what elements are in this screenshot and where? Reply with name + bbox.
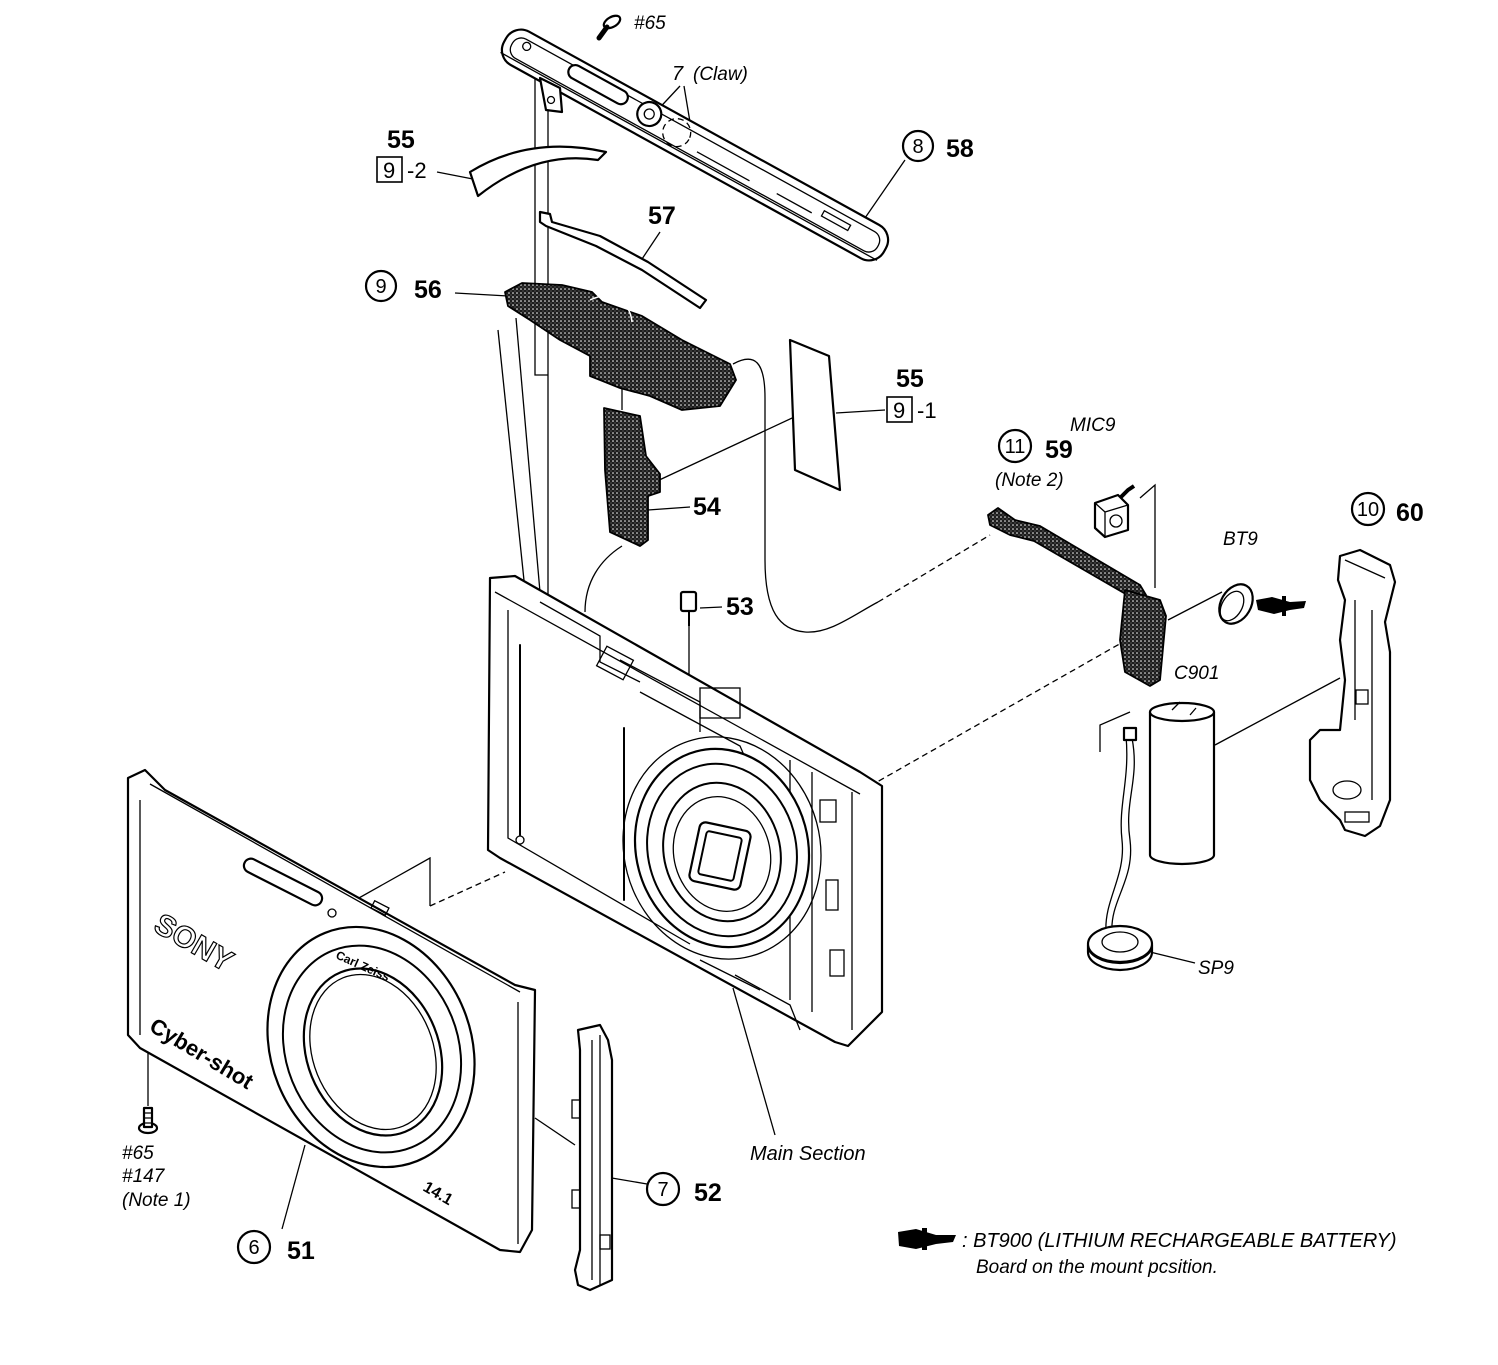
main-section-lens xyxy=(622,736,822,960)
label-52: 52 xyxy=(694,1179,722,1207)
part-55-sheet-1 xyxy=(788,338,842,492)
label-56: 56 xyxy=(414,276,442,304)
label-54: 54 xyxy=(693,493,721,521)
label-55-top-box: 9 xyxy=(383,158,395,183)
circle-8 xyxy=(901,129,935,163)
c901-capacitor-icon xyxy=(1148,701,1216,866)
label-51: 51 xyxy=(287,1237,315,1265)
label-55-mid-box: 9 xyxy=(893,398,905,423)
part-55-flex-strip-2 xyxy=(468,145,608,198)
part-60-bracket xyxy=(1308,548,1397,838)
part-56-board xyxy=(504,282,737,411)
legend-mount-pointer-icon xyxy=(898,1228,956,1250)
part-54-board xyxy=(603,407,661,547)
bt9-battery-icon xyxy=(1218,583,1254,625)
label-56-circle: 9 xyxy=(375,276,386,298)
label-note-2: (Note 2) xyxy=(995,470,1064,491)
legend: : BT900 (LITHIUM RECHARGEABLE BATTERY) B… xyxy=(962,1230,1397,1278)
label-c901: C901 xyxy=(1174,663,1219,684)
circle-10 xyxy=(1350,491,1386,527)
label-52-circle: 7 xyxy=(657,1179,668,1201)
screw-bottom-icon xyxy=(137,1106,159,1135)
label-59-circle: 11 xyxy=(1005,436,1026,458)
part-58-top-cover xyxy=(500,28,890,262)
label-55-mid-suffix: -1 xyxy=(917,398,937,423)
circle-7 xyxy=(645,1171,681,1207)
label-screw-bottom-65: #65 xyxy=(122,1143,154,1164)
legend-line-2: Board on the mount pcsition. xyxy=(976,1257,1218,1278)
box-9-mid xyxy=(886,396,913,423)
label-59: 59 xyxy=(1045,436,1073,464)
circle-9 xyxy=(364,269,398,303)
part-52-bracket xyxy=(571,1023,614,1292)
label-screw-bottom-147: #147 xyxy=(122,1166,166,1187)
circle-6 xyxy=(236,1229,272,1265)
label-60-circle: 10 xyxy=(1357,499,1379,521)
box-9-top xyxy=(376,156,403,183)
label-screw-top: #65 xyxy=(634,13,666,34)
legend-line-1: : BT900 (LITHIUM RECHARGEABLE BATTERY) xyxy=(962,1230,1397,1252)
top-cover-tab xyxy=(538,76,564,114)
callout-labels: #65 7 (Claw) 55 9 -2 8 58 57 9 56 55 9 -… xyxy=(122,13,1424,1265)
label-claw-note: (Claw) xyxy=(693,64,748,85)
label-58-circle: 8 xyxy=(912,136,923,158)
label-51-circle: 6 xyxy=(248,1237,259,1259)
part-53-connector xyxy=(679,590,698,626)
label-sp9: SP9 xyxy=(1198,958,1234,979)
label-60: 60 xyxy=(1396,499,1424,527)
label-55-top: 55 xyxy=(387,126,415,154)
label-55-mid: 55 xyxy=(896,365,924,393)
part-51-front-cover xyxy=(126,768,537,1254)
label-claw-number: 7 xyxy=(672,63,684,85)
label-mic9: MIC9 xyxy=(1070,415,1116,436)
mic9-microphone-icon xyxy=(1093,484,1136,539)
label-main-section: Main Section xyxy=(750,1143,866,1165)
label-53: 53 xyxy=(726,593,754,621)
bt9-mount-pointer-icon xyxy=(1256,596,1306,616)
screw-top-icon xyxy=(596,14,622,41)
label-58: 58 xyxy=(946,135,974,163)
part-59-flex xyxy=(987,507,1167,687)
circle-11 xyxy=(997,428,1033,464)
sp9-speaker-icon xyxy=(1086,726,1154,972)
label-57: 57 xyxy=(648,202,676,230)
label-bt9: BT9 xyxy=(1223,529,1258,550)
part-57-strip xyxy=(538,210,708,310)
label-note-1: (Note 1) xyxy=(122,1190,191,1211)
label-55-top-suffix: -2 xyxy=(407,158,427,183)
